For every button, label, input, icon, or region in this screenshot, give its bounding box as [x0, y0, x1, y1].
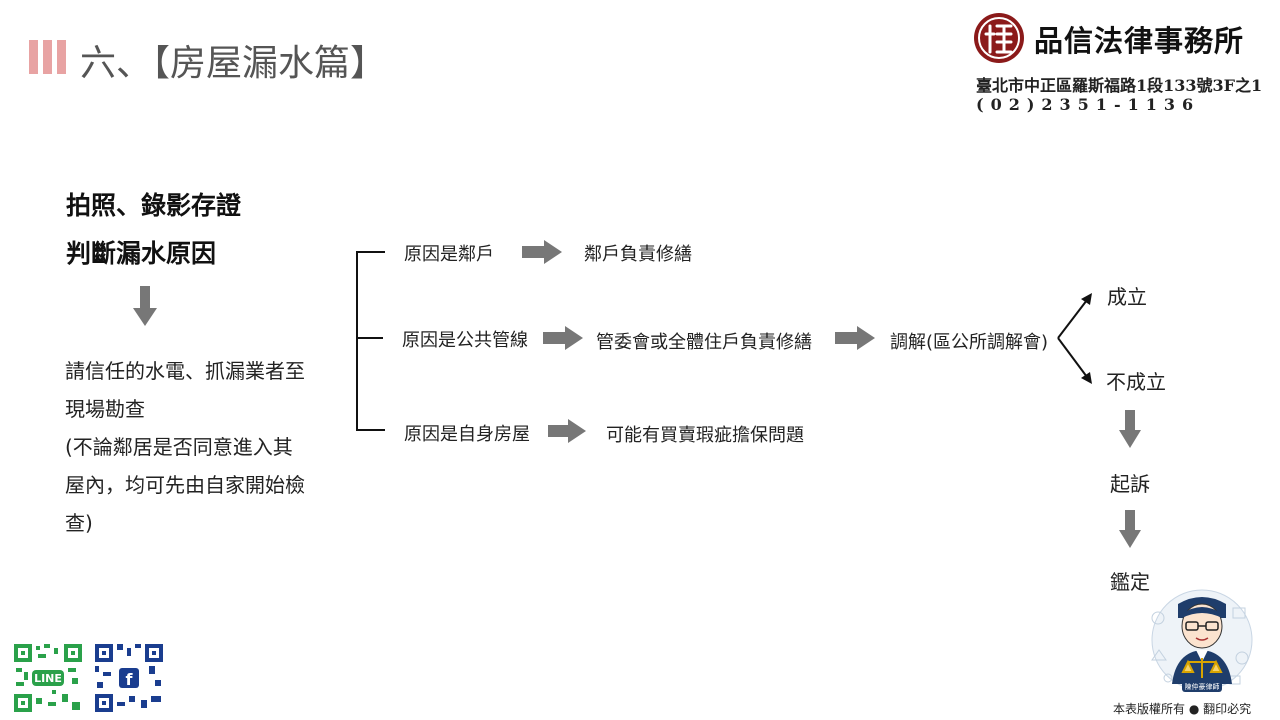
lawyer-mascot-icon: 陳仲豪律師 — [1151, 589, 1253, 692]
step-photo-evidence: 拍照、錄影存證 — [66, 191, 242, 220]
cause-public-pipe: 原因是公共管線 — [402, 330, 528, 351]
down-arrow-icon — [1119, 410, 1141, 448]
firm-phone: (02)2351-1136 — [976, 95, 1201, 114]
right-arrow-icon — [543, 326, 583, 350]
right-arrow-icon — [548, 419, 586, 443]
outcome-failure: 不成立 — [1106, 370, 1166, 394]
firm-logo-seal-icon — [974, 13, 1024, 63]
down-arrow-icon — [1119, 510, 1141, 548]
inspection-line: 現場勘查 — [65, 397, 145, 421]
firm-name: 品信法律事務所 — [1034, 24, 1245, 58]
cause-own-house: 原因是自身房屋 — [404, 424, 530, 445]
mediation-node: 調解(區公所調解會) — [890, 332, 1049, 353]
result-warranty-issue: 可能有買賣瑕疵擔保問題 — [606, 425, 804, 446]
fork-arrow-icon — [1057, 293, 1092, 384]
copyright-note: 本表版權所有 ● 翻印必究 — [1113, 702, 1252, 716]
cause-neighbor: 原因是鄰戶 — [404, 244, 494, 265]
qr-fb-label: f — [126, 670, 134, 689]
firm-address: 臺北市中正區羅斯福路1段133號3F之1 — [976, 76, 1263, 95]
line-qr-code[interactable]: LINE — [12, 642, 84, 714]
qr-line-label: LINE — [34, 672, 62, 685]
inspection-line: 查) — [65, 511, 93, 535]
mascot-caption: 陳仲豪律師 — [1185, 682, 1220, 691]
outcome-success: 成立 — [1107, 285, 1147, 309]
page-title: 六、【房屋漏水篇】 — [80, 43, 387, 84]
down-arrow-icon — [133, 286, 157, 326]
title-accent-bars — [29, 40, 67, 74]
step-inspection-text: 請信任的水電、抓漏業者至 現場勘查 (不論鄰居是否同意進入其 屋內，均可先由自家… — [65, 352, 335, 542]
inspection-line: 請信任的水電、抓漏業者至 — [65, 359, 305, 383]
result-neighbor-repair: 鄰戶負責修繕 — [584, 244, 692, 265]
result-committee-repair: 管委會或全體住戶負責修繕 — [596, 332, 812, 353]
outcome-appraisal: 鑑定 — [1110, 570, 1150, 594]
right-arrow-icon — [522, 240, 562, 264]
step-determine-cause: 判斷漏水原因 — [66, 239, 217, 268]
inspection-line: 屋內，均可先由自家開始檢 — [65, 473, 305, 497]
facebook-qr-code[interactable]: f — [93, 642, 165, 714]
right-arrow-icon — [835, 326, 875, 350]
outcome-sue: 起訴 — [1110, 472, 1150, 496]
inspection-line: (不論鄰居是否同意進入其 — [65, 435, 293, 459]
